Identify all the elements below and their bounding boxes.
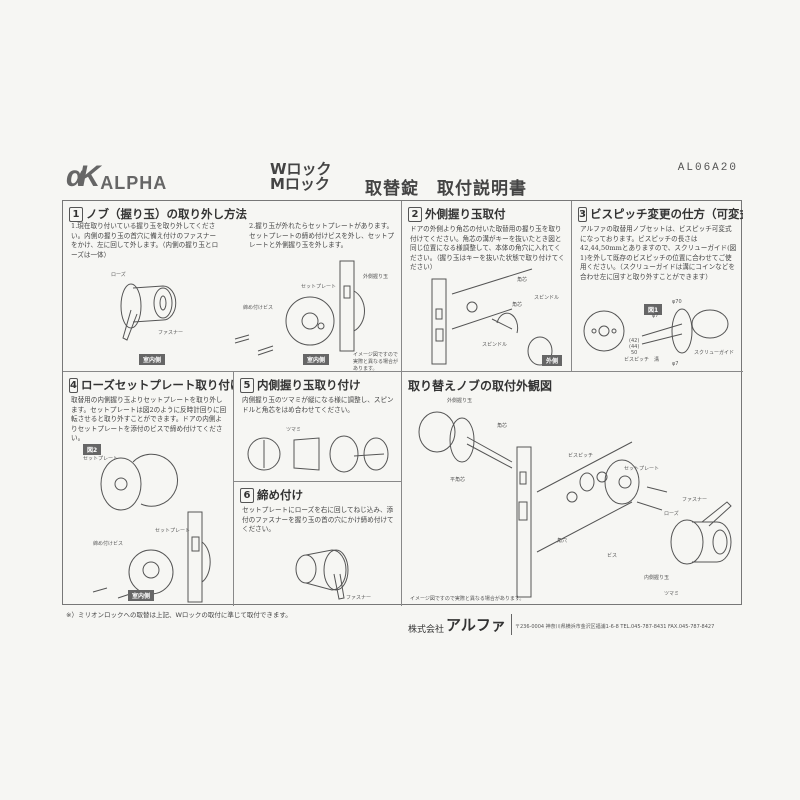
inner-knob-assembly-illustration (247, 435, 389, 473)
inner-knob-illustration (120, 283, 177, 341)
label-inner-knob: 内側握り玉 (644, 575, 670, 581)
step-text: アルファの取替用ノブセットは、ビスピッチ可変式になっております。ビスピッチの長さ… (580, 225, 737, 281)
company-name: 株式会社 アルファ (408, 614, 512, 635)
label-set-plate: セットプレート (301, 284, 337, 290)
label-outer-knob: 外側握り玉 (363, 274, 389, 280)
rose-set-plate-illustration (92, 453, 211, 603)
label-set-plate: セットプレート (83, 456, 119, 462)
label-pitch-44: (44) (629, 344, 640, 350)
label-pitch-50: 50 (631, 350, 638, 356)
step-text: ドアの外側より角芯の付いた取替用の握り玉を取り付けてください。角芯の溝がキーを抜… (410, 225, 565, 271)
label-screws: 締め付けビス (93, 541, 124, 547)
indoor-side-tag: 室内側 (128, 590, 155, 601)
image-note: イメージ図ですので実際と異なる場合があります。 (410, 596, 525, 602)
tightening-illustration (295, 549, 349, 600)
label-knob-turn: ツマミ (286, 427, 302, 433)
section-title: 内側握り玉取り付け (257, 378, 361, 392)
lock-type-w: Wロック (270, 160, 332, 178)
step-number: 1 (69, 206, 83, 222)
alpha-logo: αK ALPHA (66, 160, 167, 194)
section-title: ビスピッチ変更の仕方（可変式） (589, 207, 743, 221)
step-text: セットプレートにローズを右に回してねじ込み、添付のファスナーを握り玉の首の穴にか… (242, 506, 394, 533)
indoor-side-tag: 室内側 (303, 354, 330, 365)
label-phi70: φ70 (672, 299, 682, 305)
label-spindle: スピンドル (482, 342, 508, 348)
exploded-view-illustration (418, 411, 732, 598)
lock-types: Wロック Mロック (270, 162, 332, 192)
label-screws: 締め付けビス (243, 305, 274, 311)
label-rose: ローズ (111, 272, 126, 278)
label-screw-pitch: ビスピッチ (568, 453, 594, 459)
image-note: イメージ図ですので実際と異なる場合があります。 (353, 352, 399, 371)
step-text: 1.現在取り付いている握り玉を取り外してください。内側の握り玉の首穴に備え付けの… (71, 222, 219, 259)
label-set-plate: セットプレート (155, 528, 191, 534)
step-text: 内側握り玉のツマミが縦になる様に調整し、スピンドルと角芯をはめ合わせてください。 (242, 396, 394, 414)
outdoor-side-tag: 外側 (542, 355, 563, 366)
step-number: 4 (69, 377, 78, 393)
label-phi7: φ7 (672, 361, 679, 367)
overview-section: 取り替えノブの取付外観図 外側握り玉 角芯 平角芯 ビスピッチ セットプレート … (401, 371, 743, 606)
logo-text: ALPHA (100, 173, 168, 193)
figure-2-tag: 図2 (83, 444, 102, 455)
page-title: 取替錠 取付説明書 (365, 179, 527, 199)
company-prefix: 株式会社 (408, 625, 445, 635)
section-title: 締め付け (257, 488, 303, 502)
section-title: 外側握り玉取付 (425, 207, 506, 221)
label-groove: 溝 (654, 357, 660, 363)
step-number: 6 (240, 487, 254, 503)
step-text: 取替用の内側握り玉よりセットプレートを取り外します。セットプレートは図2のように… (71, 396, 227, 442)
label-outer-knob: 外側握り玉 (447, 398, 473, 404)
label-knob-turn: ツマミ (664, 591, 680, 597)
label-square-core: 角芯 (512, 302, 523, 308)
company-address: 〒236-0004 神奈川県横浜市金沢区福浦1-6-8 TEL.045-787-… (515, 624, 715, 630)
label-square-core: 角芯 (497, 423, 508, 429)
label-screw: ビス (607, 553, 618, 559)
figure-1-tag: 図1 (644, 304, 663, 315)
label-fastener: ファスナー (346, 595, 372, 601)
label-flat-core: 平角芯 (450, 477, 466, 483)
label-rose: ローズ (664, 511, 679, 517)
step-text: 2.握り玉が外れたらセットプレートがあります。セットプレートの締め付けビスを外し… (249, 222, 395, 249)
step-number: 3 (578, 206, 587, 222)
logo-mark: αK (66, 160, 100, 193)
label-screw-pitch: ビスピッチ (624, 357, 650, 363)
outer-knob-illustration (431, 268, 553, 366)
label-pitch-42: (42) (629, 338, 640, 344)
screws-illustration (234, 334, 274, 356)
label-square-hole: 角穴 (557, 538, 568, 544)
screw-pitch-illustration (583, 308, 729, 354)
step-number: 2 (408, 206, 422, 222)
label-screw-guide: スクリューガイド (694, 350, 735, 356)
label-spindle: スピンドル (534, 295, 560, 301)
label-fastener: ファスナー (682, 497, 708, 503)
overview-title: 取り替えノブの取付外観図 (408, 379, 553, 393)
footnote: ※）ミリオンロックへの取替は上記、Wロックの取付に準じて取付できます。 (66, 611, 292, 619)
label-square-core: 角芯 (517, 277, 528, 283)
section-title: ノブ（握り玉）の取り外し方法 (86, 207, 247, 221)
set-plate-illustration (285, 260, 365, 352)
step-number: 5 (240, 377, 254, 393)
lock-type-m: Mロック (270, 175, 330, 193)
label-fastener: ファスナー (158, 330, 184, 336)
section-title: ローズセットプレート取り付け (80, 378, 233, 392)
indoor-side-tag: 室内側 (139, 354, 166, 365)
company-brand: アルファ (446, 614, 512, 635)
label-set-plate: セットプレート (624, 466, 660, 472)
document-code: AL06A20 (677, 162, 738, 174)
label-phi7: φ7 (652, 313, 659, 319)
